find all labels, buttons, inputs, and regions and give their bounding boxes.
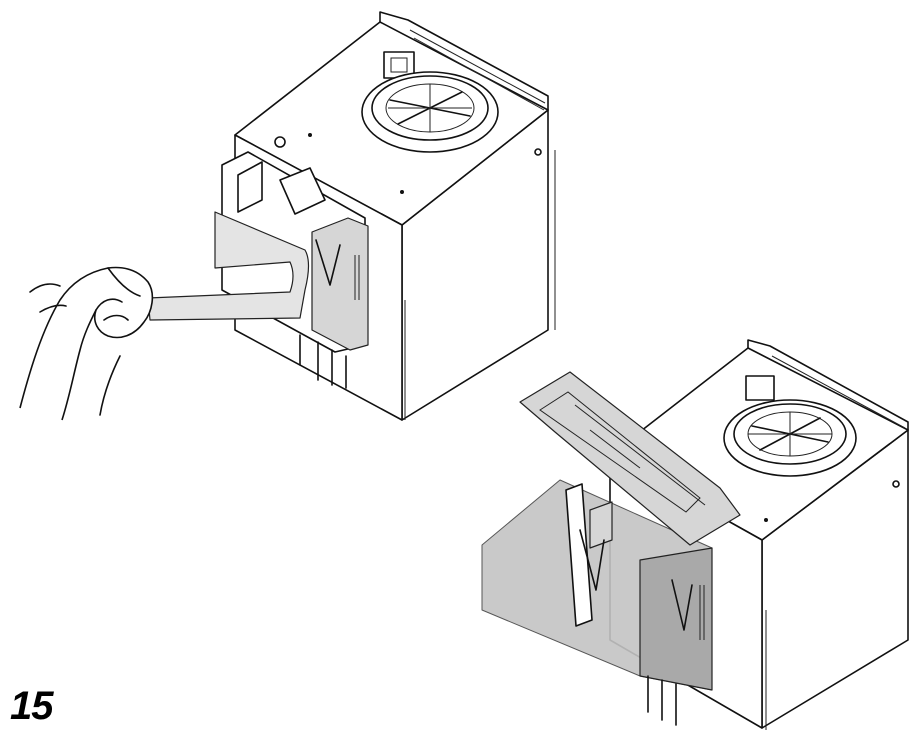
boiler-top-illustration: [221, 11, 556, 421]
control-box-side-panel: [639, 547, 713, 691]
control-panel-lid-opened: [519, 371, 741, 546]
boiler-bottom-illustration: [481, 339, 909, 729]
flue-outlet-icon: [723, 399, 857, 477]
figure-number-label: 15: [10, 684, 53, 728]
flue-outlet-icon: [361, 71, 499, 153]
hand-pulling-tape-icon: [19, 266, 154, 421]
